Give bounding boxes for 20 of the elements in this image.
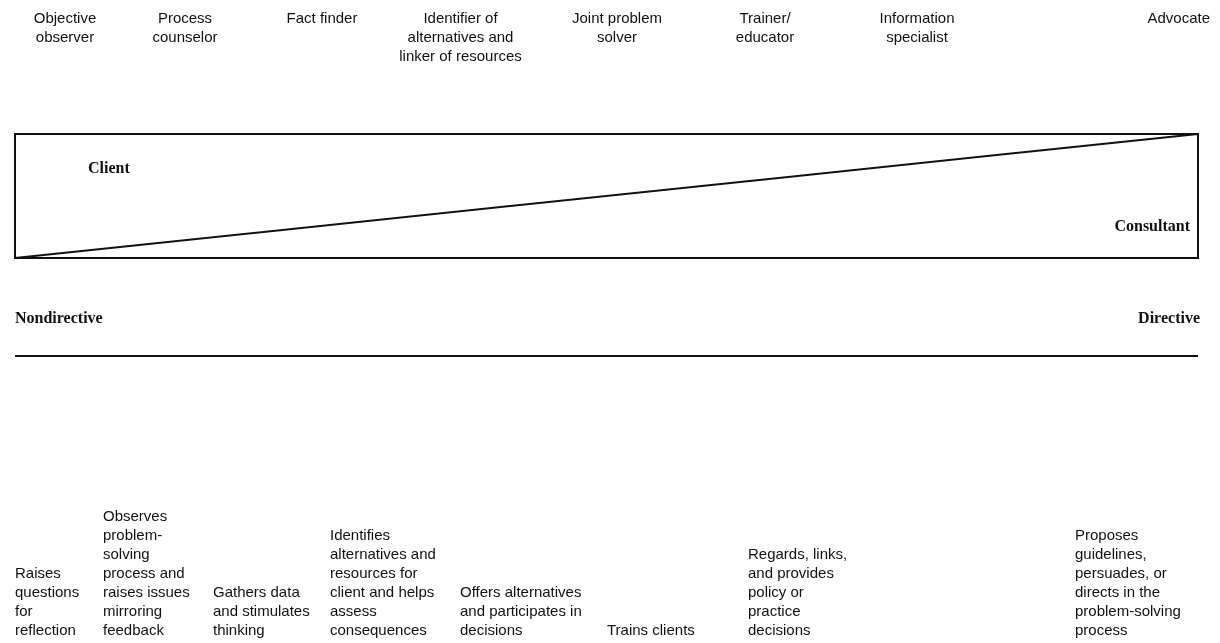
role-description: Identifies alternatives and resources for client and helps assess consequences [330,525,437,639]
role-label: Identifier of alternatives and linker of resources [398,8,523,65]
role-description: Regards, links, and provides policy or practice decisions [748,544,849,639]
role-label: Fact finder [285,8,359,27]
role-label: Process counselor [151,8,219,46]
role-label: Advocate [1146,8,1210,27]
role-label: Objective observer [32,8,98,46]
role-description: Gathers data and stimulates thinking [213,582,311,639]
role-description: Raises questions for reflection [15,563,81,639]
role-description: Offers alternatives and participates in decisions [460,582,583,639]
scale-label: Nondirective [15,308,104,327]
scale-label: Directive [1137,308,1200,327]
role-label: Trainer/ educator [734,8,796,46]
role-description: Proposes guidelines, persuades, or directs in the problem-solving process [1075,525,1182,639]
role-label: Information specialist [878,8,956,46]
role-label: Joint problem solver [570,8,663,46]
scale-label: Consultant [1113,216,1190,235]
scale-label: Client [88,158,131,177]
role-description: Observes problem-solving process and raises issues mirroring feedback [103,506,191,639]
role-description: Trains clients [607,620,696,639]
